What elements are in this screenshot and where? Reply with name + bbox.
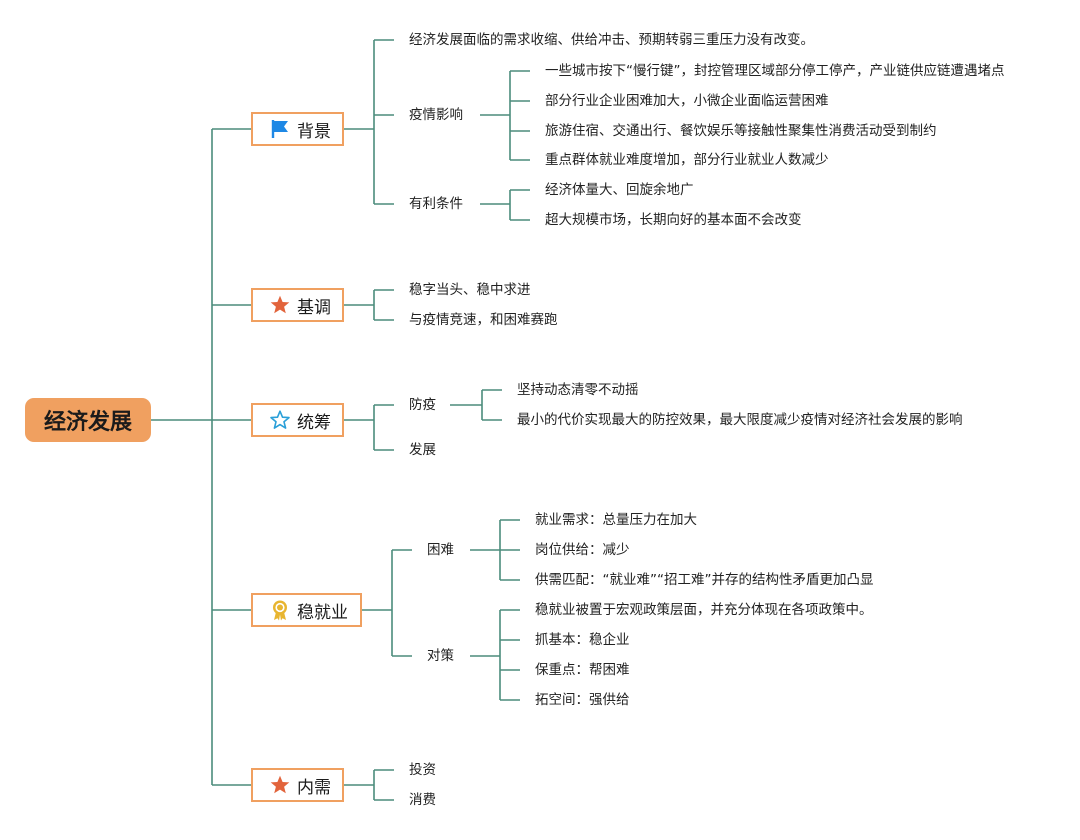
neixu-item[interactable]: 投资 bbox=[409, 762, 436, 778]
beijing-favorable-label[interactable]: 有利条件 bbox=[409, 196, 463, 212]
jidiao-item[interactable]: 稳字当头、稳中求进 bbox=[409, 282, 531, 298]
jiuye-difficulty-label[interactable]: 困难 bbox=[427, 542, 454, 558]
topic-beijing[interactable]: 背景 bbox=[251, 112, 344, 146]
epidemic-item[interactable]: 重点群体就业难度增加，部分行业就业人数减少 bbox=[545, 152, 829, 168]
prevention-item[interactable]: 最小的代价实现最大的防控效果，最大限度减少疫情对经济社会发展的影响 bbox=[517, 412, 963, 428]
beijing-epidemic-label[interactable]: 疫情影响 bbox=[409, 107, 463, 123]
epidemic-item[interactable]: 一些城市按下“慢行键”，封控管理区域部分停工停产，产业链供应链遭遇堵点 bbox=[545, 63, 1005, 79]
epidemic-item[interactable]: 旅游住宿、交通出行、餐饮娱乐等接触性聚集性消费活动受到制约 bbox=[545, 123, 937, 139]
difficulty-item[interactable]: 供需匹配：“就业难”“招工难”并存的结构性矛盾更加凸显 bbox=[535, 572, 874, 588]
tongchou-prevention-label[interactable]: 防疫 bbox=[409, 397, 436, 413]
favorable-item[interactable]: 超大规模市场，长期向好的基本面不会改变 bbox=[545, 212, 802, 228]
difficulty-item[interactable]: 就业需求：总量压力在加大 bbox=[535, 512, 697, 528]
topic-jidiao[interactable]: 基调 bbox=[251, 288, 344, 322]
topic-neixu[interactable]: 内需 bbox=[251, 768, 344, 802]
measures-item[interactable]: 稳就业被置于宏观政策层面，并充分体现在各项政策中。 bbox=[535, 602, 873, 618]
star-icon bbox=[269, 774, 291, 796]
measures-item[interactable]: 拓空间：强供给 bbox=[535, 692, 630, 708]
topic-jidiao-label: 基调 bbox=[297, 297, 331, 318]
star-outline-icon bbox=[269, 409, 291, 431]
root-topic[interactable]: 经济发展 bbox=[25, 398, 151, 442]
tongchou-development-label[interactable]: 发展 bbox=[409, 442, 436, 458]
beijing-item-pressure[interactable]: 经济发展面临的需求收缩、供给冲击、预期转弱三重压力没有改变。 bbox=[409, 32, 814, 48]
topic-jiuye-label: 稳就业 bbox=[297, 602, 348, 623]
favorable-item[interactable]: 经济体量大、回旋余地广 bbox=[545, 182, 694, 198]
jidiao-item[interactable]: 与疫情竞速，和困难赛跑 bbox=[409, 312, 558, 328]
difficulty-item[interactable]: 岗位供给：减少 bbox=[535, 542, 630, 558]
topic-beijing-label: 背景 bbox=[297, 121, 331, 142]
jiuye-measures-label[interactable]: 对策 bbox=[427, 648, 454, 664]
topic-jiuye[interactable]: 稳就业 bbox=[251, 593, 362, 627]
topic-tongchou-label: 统筹 bbox=[297, 412, 331, 433]
measures-item[interactable]: 抓基本：稳企业 bbox=[535, 632, 630, 648]
neixu-item[interactable]: 消费 bbox=[409, 792, 436, 808]
epidemic-item[interactable]: 部分行业企业困难加大，小微企业面临运营困难 bbox=[545, 93, 829, 109]
flag-icon bbox=[269, 118, 291, 140]
topic-tongchou[interactable]: 统筹 bbox=[251, 403, 344, 437]
topic-neixu-label: 内需 bbox=[297, 777, 331, 798]
prevention-item[interactable]: 坚持动态清零不动摇 bbox=[517, 382, 639, 398]
award-icon bbox=[269, 599, 291, 621]
measures-item[interactable]: 保重点：帮困难 bbox=[535, 662, 630, 678]
star-icon bbox=[269, 294, 291, 316]
